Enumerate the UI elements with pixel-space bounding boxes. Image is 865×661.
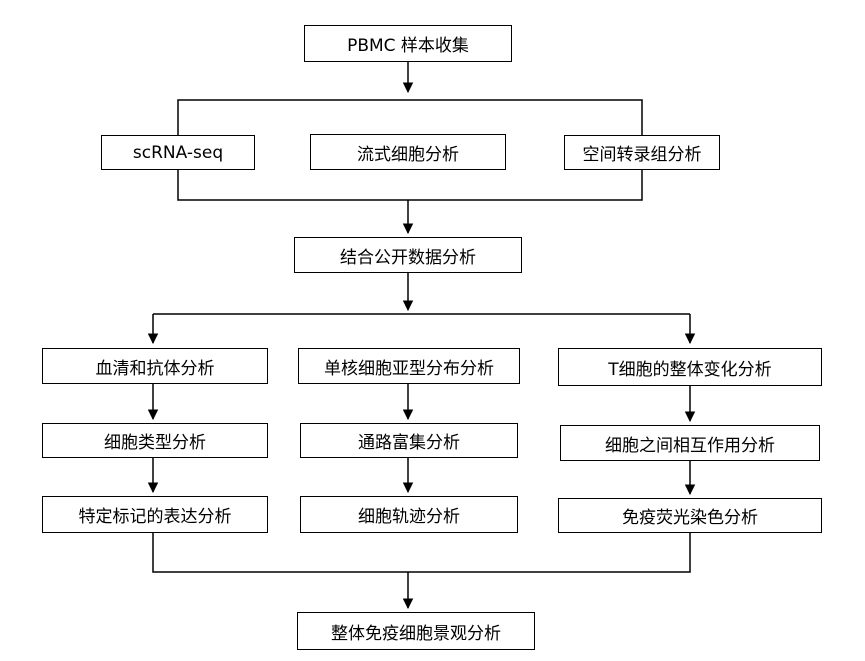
node-monocyte-subtype: 单核细胞亚型分布分析 bbox=[298, 348, 520, 384]
merge-bracket bbox=[152, 533, 691, 573]
node-spatial-transcriptomics: 空间转录组分析 bbox=[564, 135, 720, 170]
node-label: 细胞之间相互作用分析 bbox=[605, 435, 775, 456]
node-label: 流式细胞分析 bbox=[357, 144, 459, 165]
node-label: 整体免疫细胞景观分析 bbox=[331, 623, 501, 644]
node-label: PBMC 样本收集 bbox=[347, 36, 469, 56]
node-label: 免疫荧光染色分析 bbox=[622, 508, 758, 528]
node-label: 细胞类型分析 bbox=[104, 433, 206, 453]
node-label: 通路富集分析 bbox=[358, 433, 460, 453]
node-label: 结合公开数据分析 bbox=[340, 247, 476, 268]
node-cell-type: 细胞类型分析 bbox=[42, 423, 268, 458]
node-label: scRNA-seq bbox=[132, 142, 224, 163]
node-label: 单核细胞亚型分布分析 bbox=[324, 358, 494, 379]
node-label: 空间转录组分析 bbox=[582, 145, 702, 165]
node-flow-cytometry: 流式细胞分析 bbox=[310, 134, 506, 170]
node-label: T细胞的整体变化分析 bbox=[608, 359, 772, 380]
methods-bracket bbox=[177, 99, 643, 201]
node-cell-trajectory: 细胞轨迹分析 bbox=[300, 496, 518, 533]
node-scrna-seq: scRNA-seq bbox=[101, 135, 255, 170]
node-public-data-integration: 结合公开数据分析 bbox=[294, 237, 522, 273]
node-cell-interaction: 细胞之间相互作用分析 bbox=[560, 425, 820, 461]
node-immune-landscape: 整体免疫细胞景观分析 bbox=[297, 612, 535, 650]
node-pathway-enrichment: 通路富集分析 bbox=[300, 423, 518, 458]
node-immunofluorescence: 免疫荧光染色分析 bbox=[558, 498, 822, 533]
node-marker-expression: 特定标记的表达分析 bbox=[42, 496, 268, 533]
node-serum-antibody: 血清和抗体分析 bbox=[42, 348, 268, 384]
node-sample-collection: PBMC 样本收集 bbox=[304, 25, 512, 62]
node-label: 细胞轨迹分析 bbox=[358, 507, 460, 527]
node-t-cell-changes: T细胞的整体变化分析 bbox=[558, 348, 822, 386]
node-label: 血清和抗体分析 bbox=[95, 358, 215, 379]
node-label: 特定标记的表达分析 bbox=[78, 507, 232, 527]
